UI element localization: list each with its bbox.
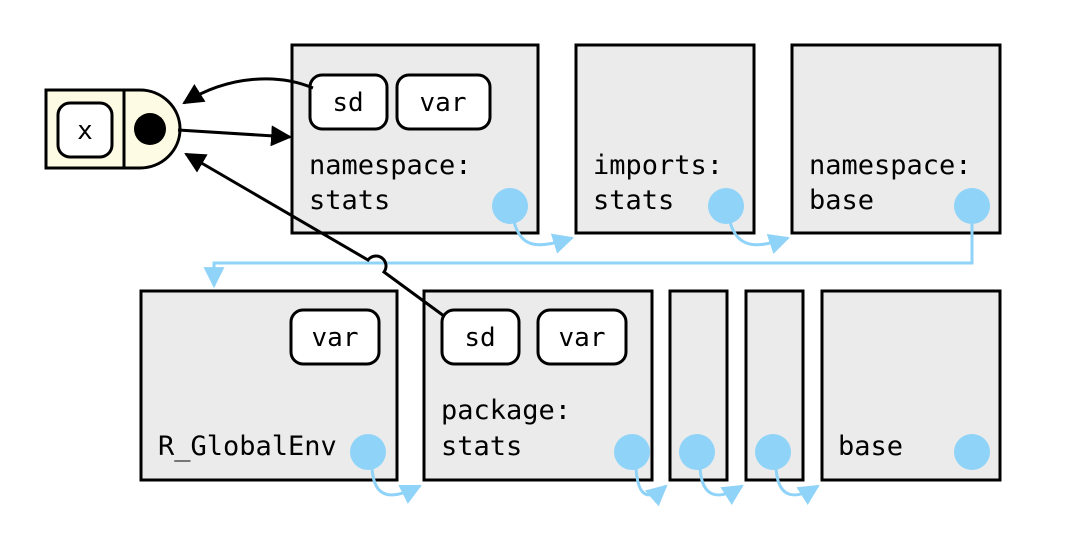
parent-link-namespace-to-imports (512, 221, 575, 254)
env-imports-stats: imports: stats (574, 43, 756, 235)
binding-var (289, 308, 381, 366)
parent-pointer-dot (614, 434, 650, 470)
binding-var (536, 308, 628, 366)
env-namespace-stats: sd var namespace: stats (290, 43, 540, 235)
link-function-env-to-namespace-stats (177, 125, 293, 147)
env-label-line2: stats (441, 431, 522, 462)
binding-var-label: var (312, 323, 359, 353)
env-package-small-2 (744, 289, 805, 482)
parent-pointer-dot (679, 434, 715, 470)
env-label-line2: stats (309, 185, 390, 216)
binding-var-label: var (420, 88, 467, 118)
parent-link-small1-to-small2 (698, 467, 744, 506)
formal-arg-x (56, 101, 114, 159)
env-r-globalenv: var R_GlobalEnv (139, 289, 399, 482)
binding-var-label: var (559, 323, 606, 353)
env-package-base: base (820, 289, 1002, 482)
env-label-line1: namespace: (309, 150, 472, 181)
env-package-small-1 (668, 289, 729, 482)
binding-sd-label: sd (332, 88, 363, 118)
parent-link-imports-to-base-namespace (728, 221, 790, 254)
parent-pointer-dot (708, 188, 744, 224)
env-label-line1: namespace: (809, 150, 972, 181)
binding-sd (308, 73, 389, 131)
env-package-stats: sd var package: stats (422, 289, 654, 482)
env-label-line1: package: (441, 395, 571, 426)
parent-pointer-dot (350, 434, 386, 470)
parent-link-stats-to-next (634, 467, 668, 507)
link-package-sd-to-function (184, 152, 445, 318)
parent-link-small2-to-base (774, 467, 820, 506)
binding-var (395, 73, 492, 131)
parent-pointer-dot (954, 188, 990, 224)
parent-pointer-dot (492, 188, 528, 224)
env-label-line2: base (838, 431, 903, 462)
parent-link-globalenv-to-stats (370, 467, 422, 504)
link-namespace-sd-to-function (182, 77, 314, 105)
function-object: x (44, 88, 182, 170)
parent-pointer-dot (755, 434, 791, 470)
env-label-line1: imports: (593, 150, 723, 181)
env-namespace-base: namespace: base (790, 43, 1002, 235)
env-label-line2: R_GlobalEnv (158, 431, 337, 462)
function-env-pointer-dot (134, 113, 166, 145)
binding-sd (440, 308, 521, 366)
parent-link-base-namespace-to-globalenv (203, 224, 974, 289)
binding-sd-label: sd (464, 323, 495, 353)
env-label-line2: stats (593, 185, 674, 216)
env-label-line2: base (809, 185, 874, 216)
parent-pointer-dot (954, 434, 990, 470)
formal-arg-x-label: x (77, 116, 93, 146)
